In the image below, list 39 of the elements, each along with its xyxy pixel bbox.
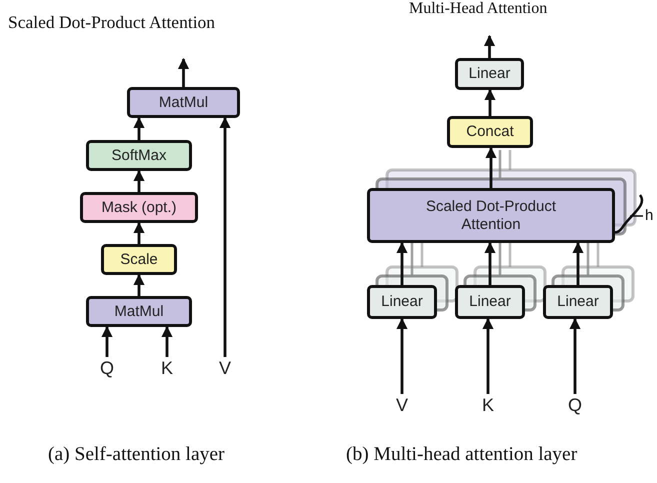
input-label: V bbox=[215, 357, 235, 379]
arrow bbox=[161, 326, 173, 357]
arrow bbox=[482, 318, 494, 394]
process-box: Linear bbox=[455, 285, 525, 319]
arrow bbox=[396, 318, 408, 394]
arrow bbox=[178, 58, 190, 87]
arrow bbox=[133, 222, 145, 244]
arrow bbox=[133, 274, 145, 296]
input-label: Q bbox=[565, 394, 585, 416]
arrow bbox=[484, 242, 496, 285]
panel-title: Multi-Head Attention bbox=[409, 0, 548, 18]
arrow bbox=[484, 34, 496, 58]
arrow bbox=[485, 146, 497, 188]
arrow bbox=[396, 242, 408, 285]
input-label: Q bbox=[97, 357, 117, 379]
input-label: K bbox=[157, 357, 177, 379]
process-box: MatMul bbox=[127, 87, 240, 118]
input-label: V bbox=[392, 394, 412, 416]
process-box: Scaled Dot-Product Attention bbox=[367, 188, 615, 243]
process-box: MatMul bbox=[86, 296, 192, 327]
caption: (a) Self-attention layer bbox=[48, 444, 224, 466]
process-box: Scale bbox=[101, 244, 177, 275]
arrow bbox=[133, 116, 145, 140]
process-box: Mask (opt.) bbox=[80, 192, 198, 223]
process-box: Linear bbox=[367, 285, 437, 319]
panel-title: Scaled Dot-Product Attention bbox=[8, 12, 216, 33]
process-box: Linear bbox=[455, 58, 524, 90]
arrow bbox=[484, 88, 496, 116]
process-box: Linear bbox=[543, 285, 613, 319]
arrow bbox=[101, 326, 113, 357]
arrow bbox=[133, 170, 145, 192]
caption: (b) Multi-head attention layer bbox=[346, 444, 578, 466]
process-box: Concat bbox=[447, 116, 533, 148]
arrow bbox=[219, 116, 231, 357]
brace-label: h bbox=[645, 207, 654, 224]
arrow bbox=[572, 242, 584, 285]
process-box: SoftMax bbox=[86, 140, 192, 171]
input-label: K bbox=[478, 394, 498, 416]
arrow bbox=[569, 318, 581, 394]
